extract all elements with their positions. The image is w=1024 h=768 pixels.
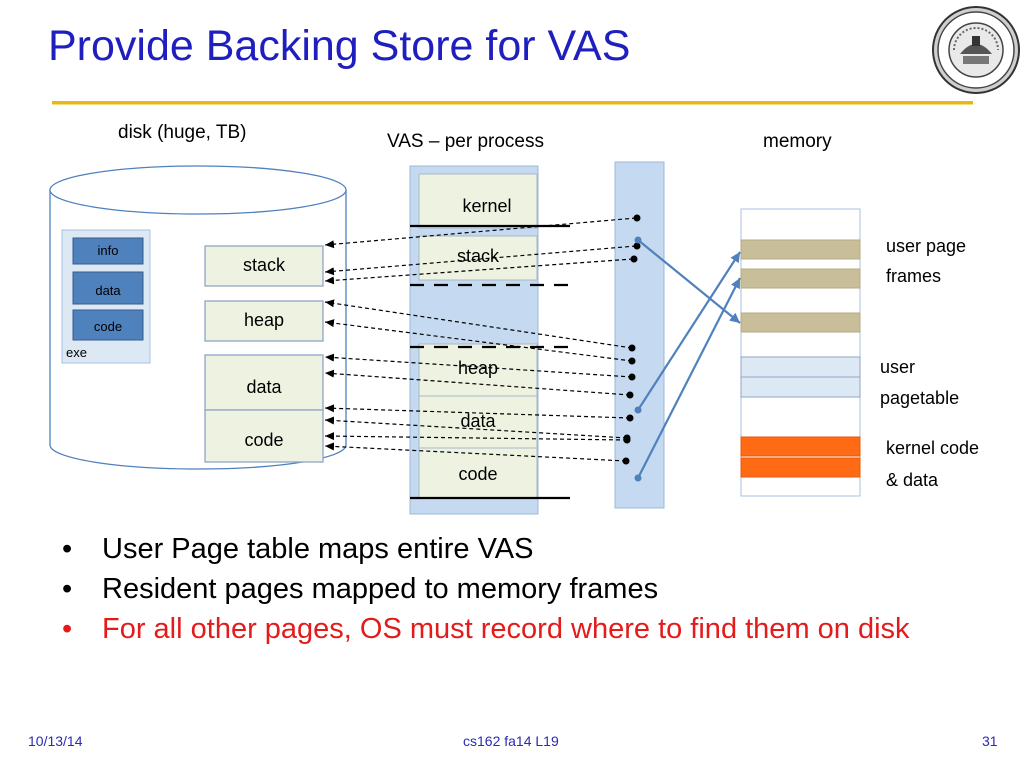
bullet-text: User Page table maps entire VAS	[102, 533, 534, 565]
vas-segment-data: data	[460, 411, 496, 431]
user-pagetable-label-line2: pagetable	[880, 388, 960, 408]
bullet-list: •User Page table maps entire VAS •Reside…	[58, 532, 998, 652]
exe-file-label: exe	[66, 345, 87, 360]
slide-title: Provide Backing Store for VAS	[48, 22, 631, 70]
footer-date: 10/13/14	[28, 733, 83, 749]
kernel-code-data-label-line1: kernel code	[886, 438, 980, 458]
disk-segment-code: code	[244, 430, 284, 450]
kernel-code-data-label-line2: & data	[886, 470, 939, 490]
bullet-text: Resident pages mapped to memory frames	[102, 573, 659, 605]
vas-segment-kernel: kernel	[462, 196, 512, 216]
resident-page-mappings	[637, 239, 741, 479]
bullet-item: •Resident pages mapped to memory frames	[62, 573, 659, 605]
exe-section-data: data	[95, 283, 121, 298]
exe-section-code: code	[93, 319, 123, 334]
vas-segment-heap: heap	[457, 358, 499, 378]
exe-section-info: info	[97, 243, 119, 258]
disk-segment-heap: heap	[243, 310, 285, 330]
page-table-column	[614, 161, 665, 509]
user-page-frames-label-line2: frames	[886, 266, 942, 286]
vas-column	[409, 165, 570, 515]
exe-file	[61, 229, 151, 364]
footer-page-number: 31	[982, 733, 998, 749]
university-seal-icon	[932, 6, 1020, 94]
bullet-item: •User Page table maps entire VAS	[62, 533, 534, 565]
disk-segment-boxes	[204, 245, 324, 463]
user-page-frames-label-line1: user page	[886, 236, 967, 256]
disk-backing-pointers	[324, 217, 637, 462]
footer-course: cs162 fa14 L19	[463, 733, 559, 749]
page-table-entry-dots	[622, 214, 641, 465]
memory-label: memory	[763, 131, 832, 152]
vas-segment-stack: stack	[456, 246, 499, 266]
memory-column	[740, 208, 861, 497]
user-pagetable-label-line1: user	[880, 357, 916, 377]
disk-segment-data: data	[246, 377, 282, 397]
bullet-item-highlighted: •For all other pages, OS must record whe…	[62, 613, 910, 645]
vas-segment-code: code	[458, 464, 498, 484]
bullet-text: For all other pages, OS must record wher…	[102, 613, 910, 645]
title-underline	[52, 101, 973, 105]
vas-label: VAS – per process	[387, 131, 545, 152]
disk-label: disk (huge, TB)	[118, 122, 247, 143]
disk-segment-stack: stack	[242, 255, 285, 275]
